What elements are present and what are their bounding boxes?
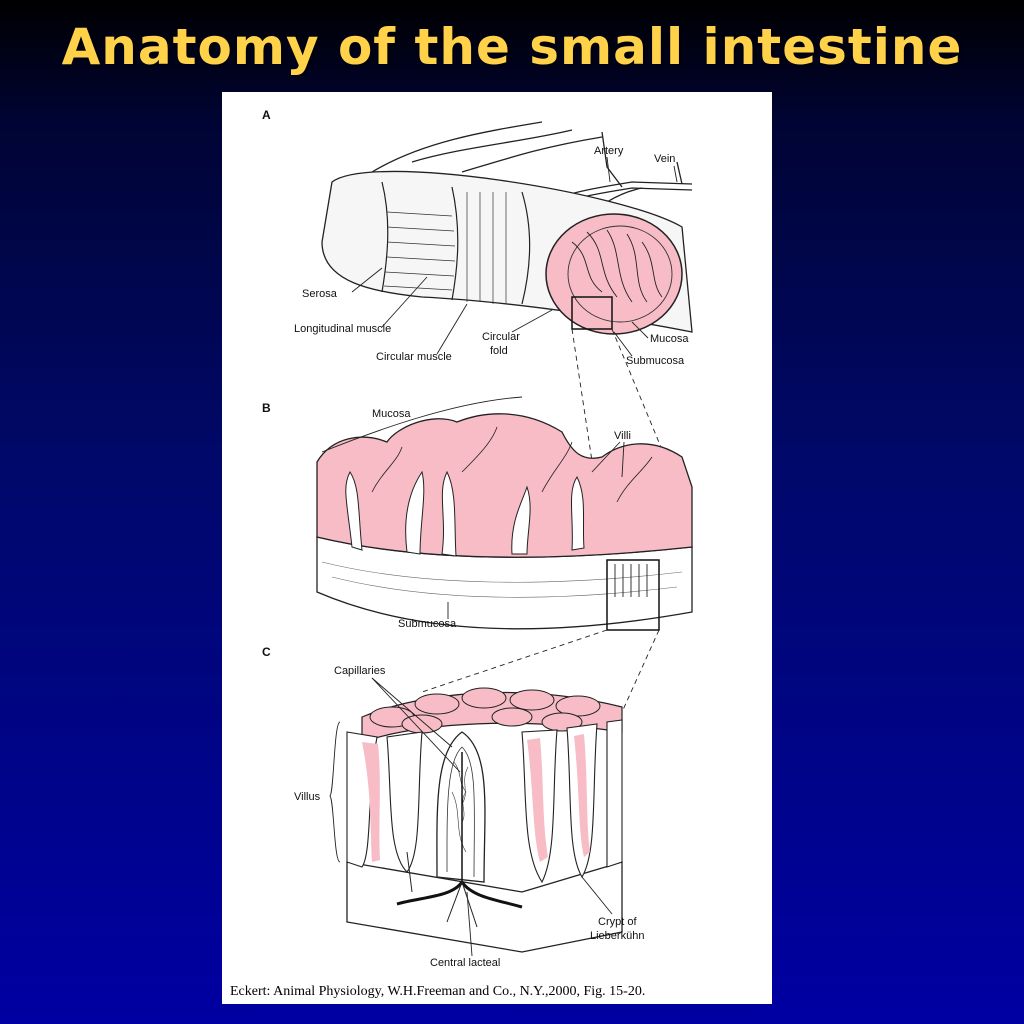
intestine-diagram: A xyxy=(262,108,693,969)
label-serosa: Serosa xyxy=(302,288,338,300)
label-circular-fold-line2: fold xyxy=(490,345,508,357)
label-capillaries: Capillaries xyxy=(334,665,386,677)
leader-lines-a xyxy=(351,156,678,357)
label-artery: Artery xyxy=(594,145,624,157)
label-crypt-line1: Crypt of xyxy=(598,916,637,928)
label-villi: Villi xyxy=(614,430,631,442)
mucosa-bracket xyxy=(321,396,523,453)
label-longitudinal-muscle: Longitudinal muscle xyxy=(294,323,391,335)
inset-box-a xyxy=(571,296,613,330)
mucosa-villi-drawing xyxy=(316,413,693,631)
panel-a: A xyxy=(262,108,693,367)
panel-b-letter: B xyxy=(262,401,271,415)
panel-b: B xyxy=(262,396,693,631)
villus-detail-drawing xyxy=(346,687,623,953)
figure-panel: A xyxy=(222,92,772,1004)
label-villus: Villus xyxy=(294,791,321,803)
panel-c-letter: C xyxy=(262,645,271,659)
panel-c: C xyxy=(262,645,644,969)
label-circular-muscle: Circular muscle xyxy=(376,351,452,363)
label-mucosa-b: Mucosa xyxy=(372,408,411,420)
panel-a-letter: A xyxy=(262,108,271,122)
villus-bracket xyxy=(329,721,341,863)
zoom-lines-bc xyxy=(421,629,660,713)
label-mucosa-a: Mucosa xyxy=(650,333,689,345)
leader-lines-b xyxy=(447,441,625,619)
label-vein: Vein xyxy=(654,153,675,165)
central-villus xyxy=(436,731,486,883)
slide-title: Anatomy of the small intestine xyxy=(61,18,963,76)
label-crypt-line2: Lieberkühn xyxy=(590,930,644,942)
label-submucosa-a: Submucosa xyxy=(626,355,685,367)
label-submucosa-b: Submucosa xyxy=(398,618,457,630)
leader-lines-c xyxy=(371,677,613,957)
lumen-mucosa xyxy=(545,213,683,335)
label-central-lacteal: Central lacteal xyxy=(430,957,500,969)
figure-citation: Eckert: Animal Physiology, W.H.Freeman a… xyxy=(230,984,646,999)
intestine-tube-drawing xyxy=(321,170,693,335)
inset-box-b xyxy=(606,559,660,631)
label-circular-fold-line1: Circular xyxy=(482,331,520,343)
